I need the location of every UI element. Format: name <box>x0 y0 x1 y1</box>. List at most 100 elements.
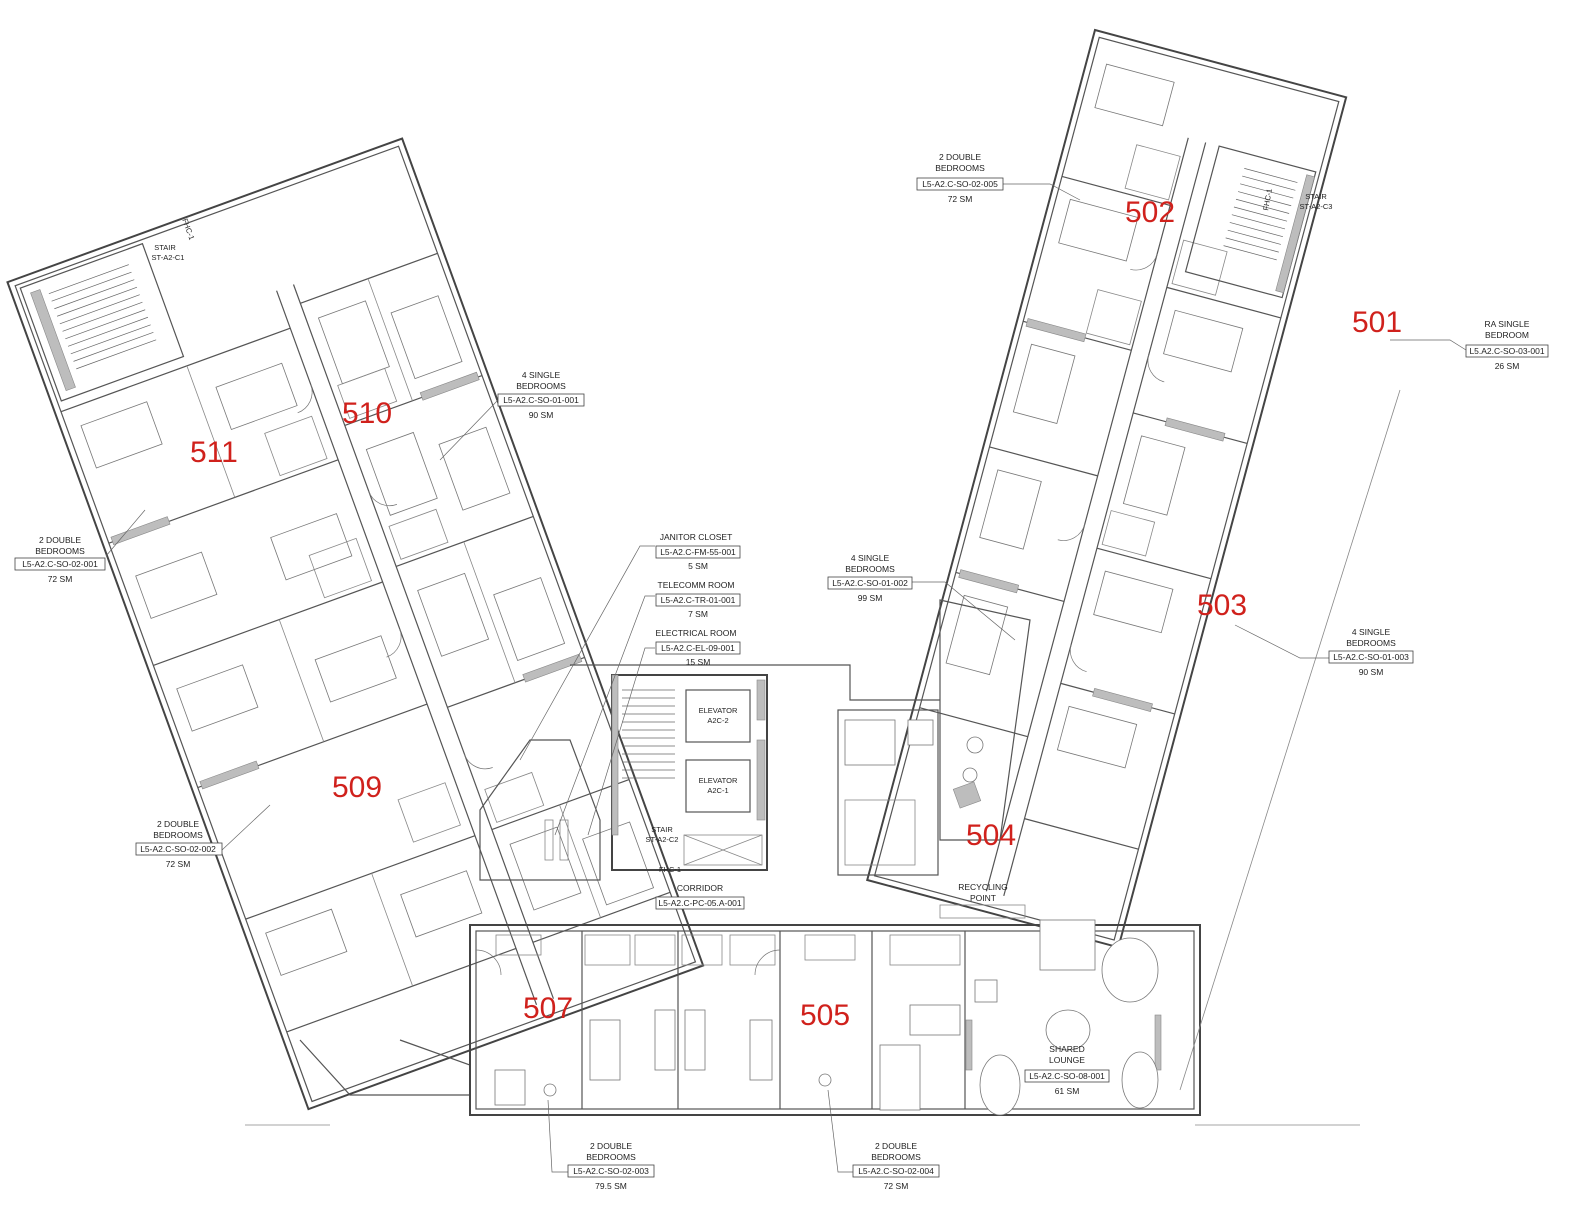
svg-text:RA SINGLE: RA SINGLE <box>1485 319 1530 329</box>
svg-text:99 SM: 99 SM <box>858 593 883 603</box>
svg-text:BEDROOMS: BEDROOMS <box>1346 638 1396 648</box>
svg-text:BEDROOMS: BEDROOMS <box>935 163 985 173</box>
svg-text:JANITOR CLOSET: JANITOR CLOSET <box>660 532 733 542</box>
tag-recycling-point: RECYCLING POINT <box>958 882 1008 903</box>
svg-text:L5-A2.C-SO-01-001: L5-A2.C-SO-01-001 <box>503 395 579 405</box>
tag-unit-504: 4 SINGLE BEDROOMS L5-A2.C-SO-01-002 99 S… <box>827 553 1016 641</box>
stair-c3-treads <box>1223 168 1298 261</box>
svg-text:LOUNGE: LOUNGE <box>1049 1055 1085 1065</box>
right-wing <box>866 28 1348 949</box>
svg-text:L5-A2.C-SO-01-002: L5-A2.C-SO-01-002 <box>832 578 908 588</box>
unit-510-number: 510 <box>342 397 392 430</box>
tag-corridor: CORRIDOR L5-A2.C-PC-05.A-001 <box>655 883 745 910</box>
svg-text:2 DOUBLE: 2 DOUBLE <box>157 819 199 829</box>
svg-text:L5-A2.C-SO-02-005: L5-A2.C-SO-02-005 <box>922 179 998 189</box>
svg-text:L5.A2.C-SO-03-001: L5.A2.C-SO-03-001 <box>1469 346 1544 356</box>
tag-unit-510: 4 SINGLE BEDROOMS L5-A2.C-SO-01-001 90 S… <box>439 370 585 461</box>
svg-text:CORRIDOR: CORRIDOR <box>677 883 723 893</box>
tag-telecomm-room: TELECOMM ROOM L5-A2.C-TR-01-001 7 SM <box>554 580 741 836</box>
elevator-a2c-1-label: ELEVATOR <box>699 776 738 785</box>
svg-text:RECYCLING: RECYCLING <box>958 882 1008 892</box>
svg-text:2 DOUBLE: 2 DOUBLE <box>939 152 981 162</box>
svg-text:90 SM: 90 SM <box>529 410 554 420</box>
unit-504-block <box>837 599 1031 876</box>
svg-text:BEDROOMS: BEDROOMS <box>871 1152 921 1162</box>
core-fhc-label: FHC-1 <box>659 865 681 874</box>
svg-text:61 SM: 61 SM <box>1055 1086 1080 1096</box>
svg-text:L5-A2.C-SO-01-003: L5-A2.C-SO-01-003 <box>1333 652 1409 662</box>
svg-text:ELECTRICAL ROOM: ELECTRICAL ROOM <box>656 628 737 638</box>
tag-unit-503: 4 SINGLE BEDROOMS L5-A2.C-SO-01-003 90 S… <box>1234 624 1414 677</box>
svg-text:4 SINGLE: 4 SINGLE <box>522 370 561 380</box>
svg-text:15 SM: 15 SM <box>686 657 711 667</box>
svg-text:L5-A2.C-PC-05.A-001: L5-A2.C-PC-05.A-001 <box>658 898 741 908</box>
site-line-right <box>1179 389 1401 1091</box>
svg-text:L5-A2.C-SO-02-001: L5-A2.C-SO-02-001 <box>22 559 98 569</box>
svg-text:BEDROOMS: BEDROOMS <box>516 381 566 391</box>
svg-text:L5-A2.C-FM-55-001: L5-A2.C-FM-55-001 <box>660 547 736 557</box>
stair-c3-fhc: FHC-1 <box>1261 188 1274 211</box>
unit-502-number: 502 <box>1125 196 1175 229</box>
bottom-bar <box>469 904 1201 1116</box>
tag-janitor-closet: JANITOR CLOSET L5-A2.C-FM-55-001 5 SM <box>519 532 741 761</box>
left-wing <box>6 137 705 1111</box>
svg-text:2 DOUBLE: 2 DOUBLE <box>875 1141 917 1151</box>
svg-text:L5-A2.C-SO-02-002: L5-A2.C-SO-02-002 <box>140 844 216 854</box>
tag-unit-502: 2 DOUBLE BEDROOMS L5-A2.C-SO-02-005 72 S… <box>916 152 1081 204</box>
core: ELEVATOR A2C-2 ELEVATOR A2C-1 STAIR ST-A… <box>479 664 940 881</box>
tag-unit-511: 2 DOUBLE BEDROOMS L5-A2.C-SO-02-001 72 S… <box>14 509 146 584</box>
svg-text:L5-A2.C-SO-02-003: L5-A2.C-SO-02-003 <box>573 1166 649 1176</box>
stair-c3-label: STAIR <box>1305 192 1327 201</box>
svg-text:79.5 SM: 79.5 SM <box>595 1181 627 1191</box>
stair-c2-label: STAIR <box>651 825 673 834</box>
unit-501-number: 501 <box>1352 306 1402 339</box>
tag-unit-509: 2 DOUBLE BEDROOMS L5-A2.C-SO-02-002 72 S… <box>135 804 271 869</box>
elevator-a2c-2-label: ELEVATOR <box>699 706 738 715</box>
svg-text:7 SM: 7 SM <box>688 609 708 619</box>
tag-electrical-room: ELECTRICAL ROOM L5-A2.C-EL-09-001 15 SM <box>587 628 741 836</box>
svg-text:BEDROOM: BEDROOM <box>1485 330 1529 340</box>
stair-c3-id: ST-A2-C3 <box>1300 202 1333 211</box>
svg-text:L5-A2.C-SO-02-004: L5-A2.C-SO-02-004 <box>858 1166 934 1176</box>
elevator-a2c-2-id: A2C-2 <box>707 716 728 725</box>
tag-unit-505: 2 DOUBLE BEDROOMS L5-A2.C-SO-02-004 72 S… <box>827 1089 940 1191</box>
svg-text:5 SM: 5 SM <box>688 561 708 571</box>
svg-text:POINT: POINT <box>970 893 996 903</box>
stair-c2-treads <box>622 689 675 779</box>
svg-text:90 SM: 90 SM <box>1359 667 1384 677</box>
svg-text:BEDROOMS: BEDROOMS <box>586 1152 636 1162</box>
svg-text:2 DOUBLE: 2 DOUBLE <box>39 535 81 545</box>
stair-c1-label: STAIR <box>154 243 176 252</box>
svg-text:L5-A2.C-TR-01-001: L5-A2.C-TR-01-001 <box>661 595 736 605</box>
unit-509-number: 509 <box>332 771 382 804</box>
tag-unit-507: 2 DOUBLE BEDROOMS L5-A2.C-SO-02-003 79.5… <box>547 1099 655 1191</box>
svg-text:72 SM: 72 SM <box>884 1181 909 1191</box>
svg-text:BEDROOMS: BEDROOMS <box>153 830 203 840</box>
svg-text:BEDROOMS: BEDROOMS <box>35 546 85 556</box>
svg-text:TELECOMM ROOM: TELECOMM ROOM <box>658 580 735 590</box>
stair-c1-id: ST-A2-C1 <box>152 253 185 262</box>
stair-c1-treads <box>48 264 157 370</box>
unit-511-number: 511 <box>190 436 238 469</box>
svg-text:L5-A2.C-SO-08-001: L5-A2.C-SO-08-001 <box>1029 1071 1105 1081</box>
svg-text:L5-A2.C-EL-09-001: L5-A2.C-EL-09-001 <box>661 643 735 653</box>
svg-text:2 DOUBLE: 2 DOUBLE <box>590 1141 632 1151</box>
unit-507-number: 507 <box>523 992 573 1025</box>
svg-text:4 SINGLE: 4 SINGLE <box>1352 627 1391 637</box>
svg-text:BEDROOMS: BEDROOMS <box>845 564 895 574</box>
tag-shared-lounge: SHARED LOUNGE L5-A2.C-SO-08-001 61 SM <box>1024 1044 1110 1096</box>
svg-text:72 SM: 72 SM <box>948 194 973 204</box>
elevator-a2c-1-id: A2C-1 <box>707 786 728 795</box>
svg-text:26 SM: 26 SM <box>1495 361 1520 371</box>
svg-text:72 SM: 72 SM <box>48 574 73 584</box>
unit-505-number: 505 <box>800 999 850 1032</box>
svg-text:SHARED: SHARED <box>1049 1044 1084 1054</box>
svg-text:4 SINGLE: 4 SINGLE <box>851 553 890 563</box>
tag-unit-501: RA SINGLE BEDROOM L5.A2.C-SO-03-001 26 S… <box>1390 319 1549 371</box>
unit-503-number: 503 <box>1197 589 1247 622</box>
left-wing-tail <box>299 1039 471 1096</box>
svg-text:72 SM: 72 SM <box>166 859 191 869</box>
unit-504-number: 504 <box>966 819 1016 852</box>
stair-c2-id: ST-A2-C2 <box>646 835 679 844</box>
